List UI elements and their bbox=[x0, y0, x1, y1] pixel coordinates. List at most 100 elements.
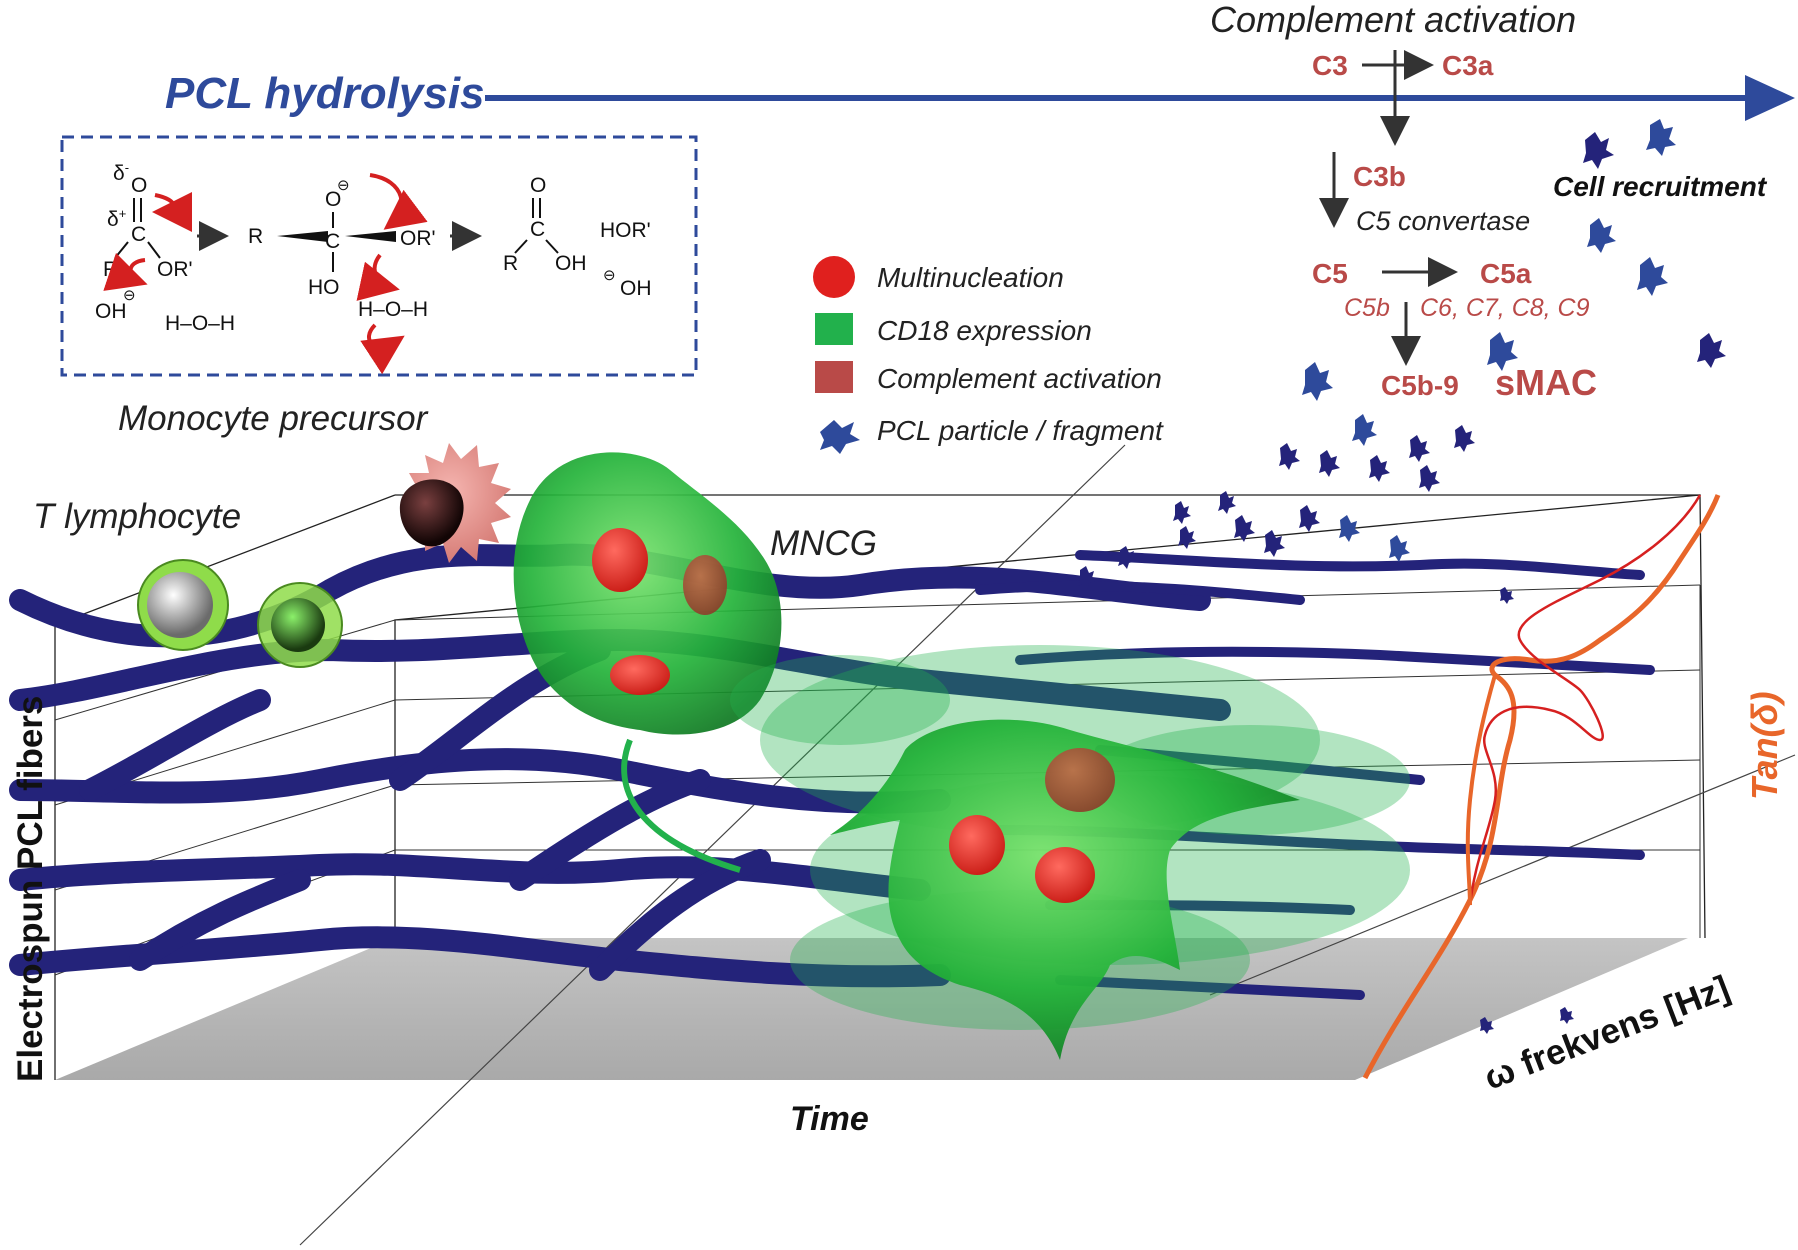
pcl-particle bbox=[1299, 505, 1320, 532]
cascade-c3b: C3b bbox=[1353, 161, 1406, 192]
legend-swatch-cd18 bbox=[815, 313, 853, 345]
chem-OH-ion: OH bbox=[620, 277, 652, 300]
legend-label-complement: Complement activation bbox=[877, 363, 1162, 394]
chem-C-center: C bbox=[131, 223, 146, 246]
cell-recruitment-label: Cell recruitment bbox=[1553, 171, 1768, 202]
chem-HOR: HOR' bbox=[600, 219, 651, 242]
mncg-lower bbox=[830, 719, 1300, 1060]
cascade-c3a: C3a bbox=[1442, 50, 1494, 81]
pcl-particle bbox=[1583, 132, 1614, 169]
t-lymphocyte-2-nucleus bbox=[271, 598, 325, 652]
complement-cascade: Complement activation C3 C3a C3b C5 conv… bbox=[1210, 0, 1597, 403]
pcl-particle bbox=[1454, 425, 1475, 452]
chemistry-frame bbox=[60, 135, 698, 377]
chem-C-prod: C bbox=[530, 218, 545, 241]
cell-arc bbox=[621, 738, 741, 873]
pcl-particle bbox=[1118, 546, 1136, 569]
svg-text:⊖: ⊖ bbox=[337, 177, 350, 194]
y-axis-label: Electrospun PCL fibers bbox=[11, 696, 50, 1082]
legend-swatch-multinucleation bbox=[813, 256, 855, 298]
multinucleation-nucleus bbox=[592, 528, 648, 592]
pcl-particles bbox=[1078, 119, 1726, 1034]
tan-delta-curve-primary bbox=[1362, 494, 1721, 1080]
complement-title: Complement activation bbox=[1210, 0, 1576, 40]
cascade-smac: sMAC bbox=[1495, 362, 1597, 403]
pcl-particle bbox=[1646, 119, 1676, 156]
monocyte-precursor-cell bbox=[399, 443, 511, 563]
pcl-particle bbox=[1302, 362, 1333, 401]
monocyte-nucleus bbox=[399, 479, 464, 547]
cascade-c5-convertase: C5 convertase bbox=[1356, 206, 1530, 236]
chem-O-top: O bbox=[131, 174, 147, 197]
multinucleation-nucleus bbox=[610, 655, 670, 695]
pcl-particle bbox=[1369, 455, 1390, 482]
fiber-cross-1 bbox=[79, 689, 271, 801]
pcl-particle bbox=[1264, 530, 1285, 557]
pcl-particle bbox=[1487, 332, 1518, 371]
hydrolysis-title: PCL hydrolysis bbox=[165, 69, 485, 118]
pcl-particle bbox=[1178, 526, 1196, 549]
tan-delta-label: Tan(δ) bbox=[1744, 691, 1785, 800]
chem-OH-ion-sign: ⊖ bbox=[603, 267, 616, 284]
monocyte-precursor-label: Monocyte precursor bbox=[118, 399, 429, 438]
mncg-label: MNCG bbox=[770, 524, 877, 563]
pcl-particle bbox=[1218, 491, 1236, 514]
chem-C-mid: C bbox=[325, 230, 340, 253]
pcl-particle bbox=[1409, 435, 1430, 462]
fiber-3 bbox=[9, 748, 951, 814]
t-lymphocyte-1-nucleus bbox=[147, 572, 213, 638]
pcl-particle bbox=[1587, 218, 1616, 253]
tan-delta-curves bbox=[1362, 494, 1721, 1080]
mncg-upper-body bbox=[513, 452, 782, 735]
legend-label-cd18: CD18 expression bbox=[877, 315, 1092, 346]
chem-R-left: R bbox=[103, 258, 118, 281]
cascade-c6-c9: C6, C7, C8, C9 bbox=[1420, 294, 1590, 322]
chemistry-box: δ- O δ+ C R OR' OH ⊖ H–O–H R O ⊖ C OR' bbox=[60, 135, 698, 377]
pcl-particle bbox=[1279, 443, 1300, 470]
chem-OR-prime: OR' bbox=[157, 258, 193, 281]
t-lymphocyte-cells bbox=[137, 559, 343, 668]
cascade-c5a: C5a bbox=[1480, 258, 1532, 289]
legend-swatch-pcl-particle bbox=[820, 420, 860, 454]
pcl-particle bbox=[1419, 465, 1440, 492]
legend-swatch-complement bbox=[815, 361, 853, 393]
chem-water-mid: H–O–H bbox=[358, 298, 428, 321]
chem-HO-mid: HO bbox=[308, 276, 340, 299]
complement-nucleus bbox=[683, 555, 727, 615]
pcl-particle bbox=[1173, 501, 1191, 524]
chem-minus-sign: ⊖ bbox=[123, 287, 136, 304]
pcl-particle bbox=[1500, 587, 1514, 604]
fiber-4 bbox=[9, 853, 931, 901]
chem-delta-minus: δ- bbox=[113, 160, 129, 185]
floor-plane bbox=[55, 938, 1688, 1080]
t-lymphocyte-label: T lymphocyte bbox=[33, 497, 241, 536]
cascade-c5b9: C5b-9 bbox=[1381, 370, 1459, 401]
depth-line-freq bbox=[1209, 754, 1796, 996]
mncg-upper bbox=[513, 452, 782, 735]
chem-OH-prod: OH bbox=[555, 252, 587, 275]
legend-label-pcl-particle: PCL particle / fragment bbox=[877, 415, 1164, 446]
complement-nucleus bbox=[1045, 748, 1115, 812]
tan-delta-curve-tail bbox=[1465, 674, 1497, 906]
electron-arrows bbox=[103, 173, 428, 375]
pcl-particle bbox=[1637, 257, 1668, 296]
chem-OR-mid: OR' bbox=[400, 227, 436, 250]
cascade-c5b: C5b bbox=[1344, 294, 1390, 322]
pcl-particle bbox=[1560, 1007, 1574, 1024]
chem-O-minus-mid: O bbox=[325, 188, 341, 211]
pcl-particle bbox=[1480, 1017, 1494, 1034]
tan-delta-curve-secondary bbox=[1468, 494, 1702, 906]
pcl-particle bbox=[1339, 515, 1360, 542]
chem-R-prod: R bbox=[503, 252, 518, 275]
pcl-particle bbox=[1234, 515, 1255, 542]
chem-delta-plus: δ+ bbox=[107, 206, 126, 231]
legend: Multinucleation CD18 expression Compleme… bbox=[813, 256, 1164, 454]
multinucleation-nucleus bbox=[1035, 847, 1095, 903]
chem-O-prod: O bbox=[530, 174, 546, 197]
top-left-edge bbox=[54, 494, 396, 626]
pcl-particle bbox=[1352, 414, 1377, 446]
pcl-particle bbox=[1389, 535, 1410, 562]
chem-OH-minus: OH bbox=[95, 300, 127, 323]
pcl-particle bbox=[1078, 566, 1096, 589]
